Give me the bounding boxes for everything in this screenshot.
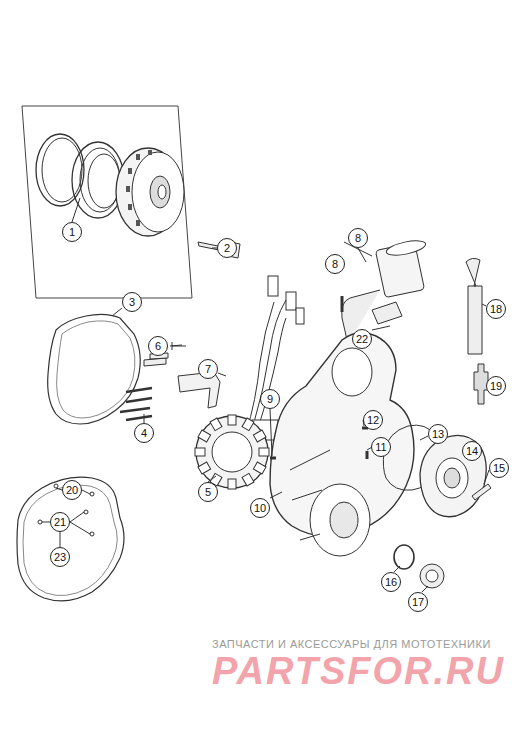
stator-tooth (195, 448, 205, 456)
callout-number: 14 (462, 441, 482, 461)
callout-number: 21 (50, 512, 70, 532)
callout-text: 12 (367, 415, 379, 426)
callout-number: 22 (352, 329, 372, 349)
callout-number: 11 (371, 437, 391, 457)
callout-text: 3 (129, 297, 135, 308)
callout-number: 19 (486, 376, 506, 396)
callout-text: 2 (224, 243, 230, 254)
callout-text: 5 (205, 487, 211, 498)
callout-number: 5 (198, 482, 218, 502)
stator-tooth (242, 473, 254, 486)
callout-number: 13 (428, 424, 448, 444)
callout-text: 11 (375, 442, 386, 453)
stator-tooth (253, 430, 266, 442)
stator-tooth (198, 430, 211, 442)
stator-tooth (198, 462, 211, 474)
callout-number: 6 (148, 336, 168, 356)
callout-number: 4 (134, 423, 154, 443)
callout-text: 22 (356, 334, 368, 345)
callout-text: 17 (412, 597, 424, 608)
stator-tooth (228, 479, 236, 489)
callout-text: 15 (493, 463, 505, 474)
callout-text: 8 (332, 259, 338, 270)
callout-text: 23 (54, 552, 66, 563)
callout-number: 7 (198, 359, 218, 379)
callout-number: 8 (325, 254, 345, 274)
callout-text: 8 (355, 233, 361, 244)
watermark-text: ЗАПЧАСТИ И АКСЕССУАРЫ ДЛЯ МОТОТЕХНИКИ (212, 638, 491, 650)
callout-text: 7 (205, 364, 211, 375)
callout-text: 18 (490, 304, 502, 315)
callout-text: 9 (267, 394, 273, 405)
callout-text: 21 (54, 517, 66, 528)
callout-text: 13 (432, 429, 444, 440)
callout-number: 18 (486, 299, 506, 319)
stator-tooth (253, 462, 266, 474)
stator-tooth (228, 415, 236, 425)
stator-tooth (210, 418, 222, 431)
callout-number: 2 (217, 238, 237, 258)
callout-number: 23 (50, 547, 70, 567)
callout-number: 20 (62, 480, 82, 500)
stator-tooth (242, 418, 254, 431)
callout-number: 12 (363, 410, 383, 430)
callout-number: 8 (348, 228, 368, 248)
callout-number: 10 (250, 498, 270, 518)
callout-text: 4 (141, 428, 147, 439)
callout-text: 14 (466, 446, 478, 457)
stator-tooth (259, 448, 269, 456)
callout-number: 1 (62, 222, 82, 242)
callout-text: 1 (69, 227, 75, 238)
callout-text: 10 (254, 503, 266, 514)
callout-number: 16 (381, 572, 401, 592)
callout-text: 19 (490, 381, 502, 392)
callout-number: 9 (260, 389, 280, 409)
callout-text: 6 (155, 341, 161, 352)
callout-number: 15 (489, 458, 509, 478)
watermark-logo: PARTSFOR.RU (212, 650, 505, 693)
callout-number: 3 (122, 292, 142, 312)
callout-number: 17 (408, 592, 428, 612)
callout-text: 20 (66, 485, 78, 496)
callout-text: 16 (385, 577, 397, 588)
